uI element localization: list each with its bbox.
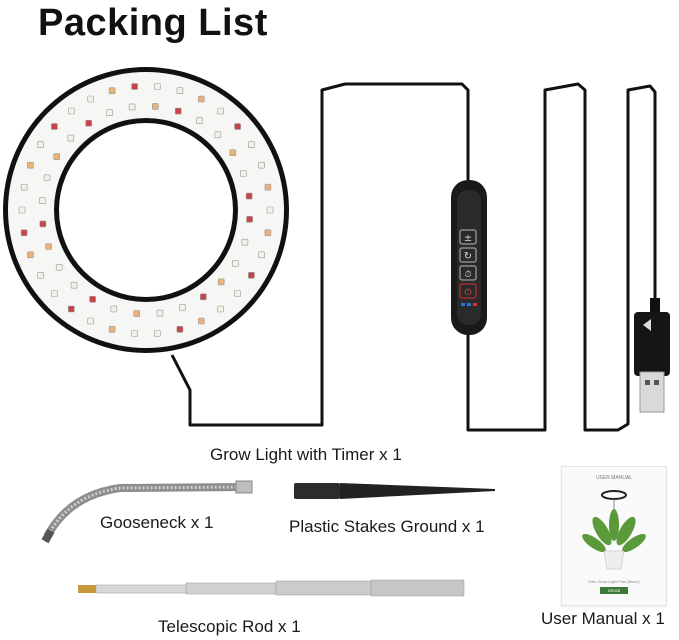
led-chip xyxy=(53,153,61,160)
led-chip xyxy=(154,330,161,337)
led-chip xyxy=(264,229,272,237)
led-chip xyxy=(156,309,164,317)
led-chip xyxy=(68,305,75,313)
telescopic-rod xyxy=(78,579,465,597)
led-chip xyxy=(258,161,265,169)
led-chip xyxy=(51,290,58,297)
led-chip xyxy=(246,216,253,223)
led-chip xyxy=(133,310,140,317)
led-chip xyxy=(234,290,241,297)
led-chip xyxy=(131,330,138,337)
led-chip xyxy=(266,206,274,214)
manual-badge: DR328 xyxy=(600,587,628,594)
label-telescopic-rod: Telescopic Rod x 1 xyxy=(158,617,301,636)
led-chip xyxy=(27,251,34,259)
led-chip xyxy=(108,87,116,94)
led-chip xyxy=(152,103,159,110)
label-user-manual: User Manual x 1 xyxy=(541,609,665,628)
led-chip xyxy=(234,123,241,130)
led-chip xyxy=(240,170,247,177)
led-chip xyxy=(39,197,46,204)
led-chip xyxy=(39,220,47,228)
plastic-stake xyxy=(294,483,495,499)
led-chip xyxy=(176,325,184,333)
label-grow-light: Grow Light with Timer x 1 xyxy=(210,445,402,464)
led-chip xyxy=(174,107,182,115)
led-chip xyxy=(27,161,34,169)
page-title: Packing List xyxy=(38,2,268,44)
led-chip xyxy=(229,149,237,156)
controller-button-timer[interactable]: ⏱ xyxy=(459,265,477,281)
indicator-led-blue xyxy=(467,303,471,306)
led-chip xyxy=(214,131,222,139)
manual-header: USER MANUAL xyxy=(595,475,633,481)
indicator-led-red xyxy=(473,303,477,306)
usb-symbol-icon xyxy=(643,319,651,331)
gooseneck xyxy=(41,480,253,544)
led-array xyxy=(18,83,274,337)
led-chip xyxy=(43,174,51,182)
svg-text:↻: ↻ xyxy=(464,251,472,262)
led-chip xyxy=(45,243,52,250)
led-chip xyxy=(241,238,249,246)
led-chip xyxy=(20,229,28,237)
led-chip xyxy=(264,183,272,191)
led-chip xyxy=(154,83,161,90)
controller-button-mode[interactable]: ↻ xyxy=(459,247,477,263)
led-chip xyxy=(55,263,63,271)
led-chip xyxy=(217,278,225,286)
label-plastic-stakes: Plastic Stakes Ground x 1 xyxy=(289,517,485,536)
led-chip xyxy=(89,295,96,303)
led-chip xyxy=(248,141,255,148)
led-chip xyxy=(85,119,92,127)
led-chip xyxy=(20,183,28,191)
led-chip xyxy=(248,271,255,279)
led-chip xyxy=(176,87,184,94)
led-chip xyxy=(106,109,113,116)
led-chip xyxy=(68,107,75,115)
plant-image xyxy=(582,490,646,570)
led-chip xyxy=(67,134,75,142)
svg-text:⏻: ⏻ xyxy=(464,287,471,298)
led-chip xyxy=(196,117,203,124)
led-chip xyxy=(245,192,253,200)
led-chip xyxy=(87,317,94,325)
ring-light xyxy=(3,67,289,353)
led-chip xyxy=(217,107,224,115)
led-chip xyxy=(198,95,205,103)
power-cable xyxy=(170,82,657,432)
led-chip xyxy=(108,325,116,333)
led-chip xyxy=(232,260,239,267)
led-chip xyxy=(70,281,78,289)
led-chip xyxy=(37,141,44,148)
indicator-led-blue xyxy=(461,303,465,306)
led-chip xyxy=(128,103,136,111)
led-chip xyxy=(258,251,265,259)
led-chip xyxy=(87,95,94,103)
led-chip xyxy=(51,123,58,130)
led-chip xyxy=(217,305,224,313)
controller-button-power[interactable]: ⏻ xyxy=(459,283,477,299)
led-chip xyxy=(18,206,26,214)
led-chip xyxy=(37,271,44,279)
usb-plug xyxy=(634,298,670,413)
led-chip xyxy=(198,317,205,325)
svg-text:⏱: ⏱ xyxy=(464,270,471,280)
user-manual: USER MANUAL Halo Grow Light Plus (Black)… xyxy=(561,466,667,606)
led-chip xyxy=(200,293,207,301)
led-chip xyxy=(131,83,138,90)
manual-product-name: Halo Grow Light Plus (Black) xyxy=(588,579,640,584)
svg-text:±: ± xyxy=(464,233,472,244)
timer-controller: ± ↻ ⏱ ⏻ xyxy=(451,180,487,335)
led-chip xyxy=(179,304,186,311)
label-gooseneck: Gooseneck x 1 xyxy=(100,513,214,532)
controller-button-brightness[interactable]: ± xyxy=(459,229,477,245)
led-chip xyxy=(110,305,118,313)
